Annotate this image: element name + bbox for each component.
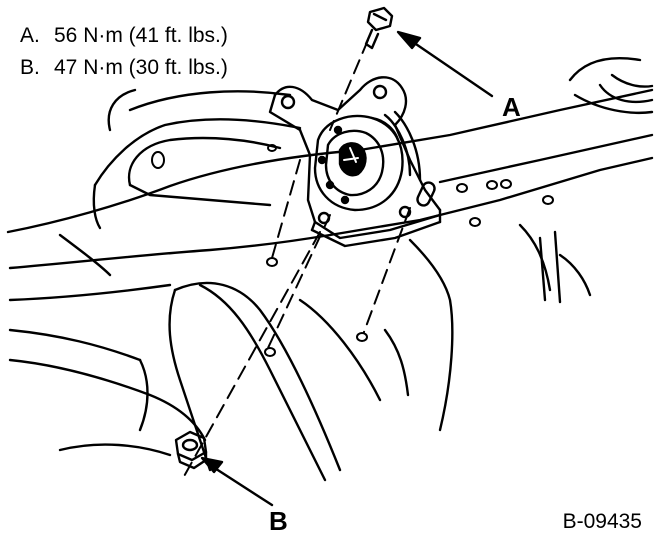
torque-spec-a-value: 56 N·m (41 ft. lbs.): [54, 24, 228, 47]
torque-spec-a-letter: A.: [20, 24, 40, 47]
torque-spec-b-letter: B.: [20, 56, 40, 79]
bolt-a: [364, 6, 394, 50]
callout-label-a: A: [502, 92, 521, 122]
alignment-lines: [181, 39, 411, 481]
callout-arrow-a: [396, 30, 494, 98]
frame-holes: [151, 144, 554, 357]
torque-spec-b-value: 47 N·m (30 ft. lbs.): [54, 56, 228, 79]
nut-b: [174, 430, 208, 470]
frame-crossmember: [6, 57, 654, 432]
callout-arrow-b: [200, 456, 274, 507]
torque-spec-a: A. 56 N·m (41 ft. lbs.): [20, 24, 228, 48]
lower-body-structure: [8, 281, 410, 482]
torque-spec-b: B. 47 N·m (30 ft. lbs.): [20, 56, 228, 80]
figure-id: B-09435: [562, 510, 642, 533]
callout-label-b: B: [269, 506, 288, 536]
